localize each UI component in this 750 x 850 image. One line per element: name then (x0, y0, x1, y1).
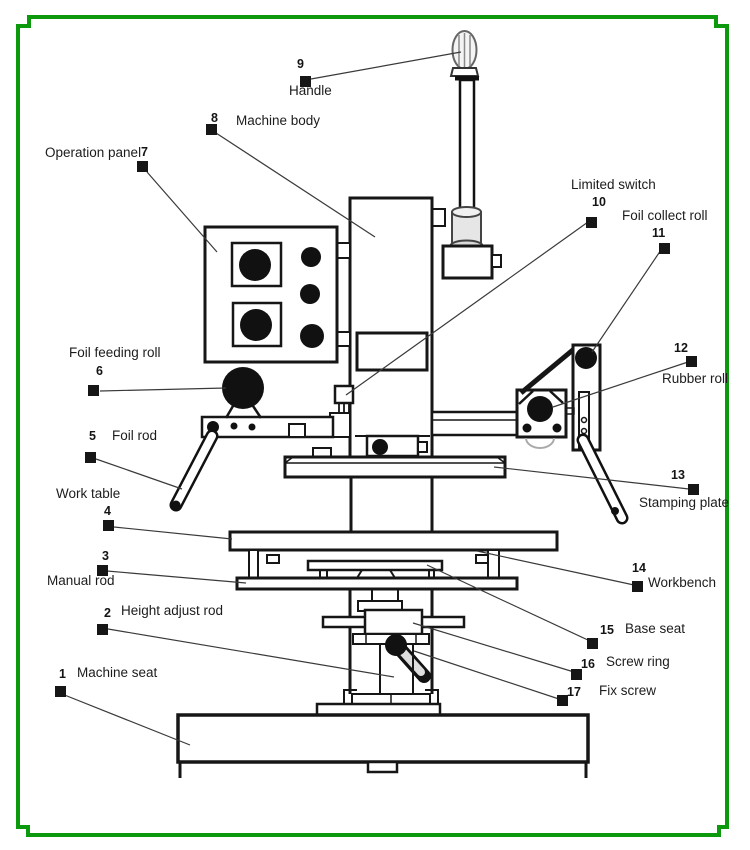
label-marker-10 (586, 217, 597, 228)
handle (449, 30, 480, 214)
panel-button-2 (300, 284, 320, 304)
foil-rod (169, 429, 219, 512)
leader-line-16 (412, 622, 575, 673)
leader-line-17 (413, 650, 563, 701)
operation-panel (203, 225, 339, 364)
stamping-plate (283, 455, 507, 479)
leader-line-3 (106, 570, 247, 584)
label-marker-16 (571, 669, 582, 680)
foil-feed-arm (200, 367, 351, 439)
panel-connector-bottom (336, 331, 351, 347)
stamping-head (312, 434, 430, 458)
label-marker-7 (137, 161, 148, 172)
machine-seat (176, 713, 590, 778)
label-marker-9 (300, 76, 311, 87)
rubber-roll (527, 396, 553, 422)
leader-line-6 (99, 387, 227, 392)
label-marker-13 (688, 484, 699, 495)
leader-line-11 (591, 246, 664, 353)
label-marker-3 (97, 565, 108, 576)
leader-line-8 (215, 132, 376, 238)
leader-lines (55, 51, 699, 746)
leader-line-2 (107, 628, 395, 678)
label-marker-17 (557, 695, 568, 706)
collect-arm (430, 343, 629, 525)
panel-button-3 (300, 324, 324, 348)
body-window (355, 331, 429, 372)
leader-line-14 (476, 550, 635, 586)
leader-line-10 (345, 221, 589, 396)
height-adjust-column (348, 589, 434, 694)
leader-line-15 (426, 564, 591, 642)
center-column (349, 477, 434, 532)
handle-mount (431, 206, 502, 280)
panel-knob-1 (239, 249, 271, 281)
label-marker-4 (103, 520, 114, 531)
machine-body (348, 196, 434, 459)
leader-line-12 (552, 361, 689, 408)
label-marker-2 (97, 624, 108, 635)
leader-line-9 (310, 51, 462, 80)
handle-rod (458, 78, 476, 214)
base-seat (306, 559, 444, 579)
panel-knob-2 (240, 309, 272, 341)
panel-connector-top (336, 242, 351, 259)
foil-collect-roll (575, 347, 597, 369)
leader-line-13 (493, 466, 690, 490)
label-marker-14 (632, 581, 643, 592)
leader-line-4 (113, 526, 233, 540)
page-border (16, 15, 729, 837)
label-marker-8 (206, 124, 217, 135)
panel-button-1 (301, 247, 321, 267)
label-marker-12 (686, 356, 697, 367)
manual-rod (235, 576, 519, 591)
foil-feeding-roll (222, 367, 264, 409)
label-marker-15 (587, 638, 598, 649)
leader-line-1 (61, 693, 191, 746)
label-marker-6 (88, 385, 99, 396)
leader-line-7 (146, 171, 218, 253)
label-marker-5 (85, 452, 96, 463)
label-marker-1 (55, 686, 66, 697)
label-marker-11 (659, 243, 670, 254)
leader-line-5 (95, 458, 183, 490)
work-table (228, 530, 559, 552)
